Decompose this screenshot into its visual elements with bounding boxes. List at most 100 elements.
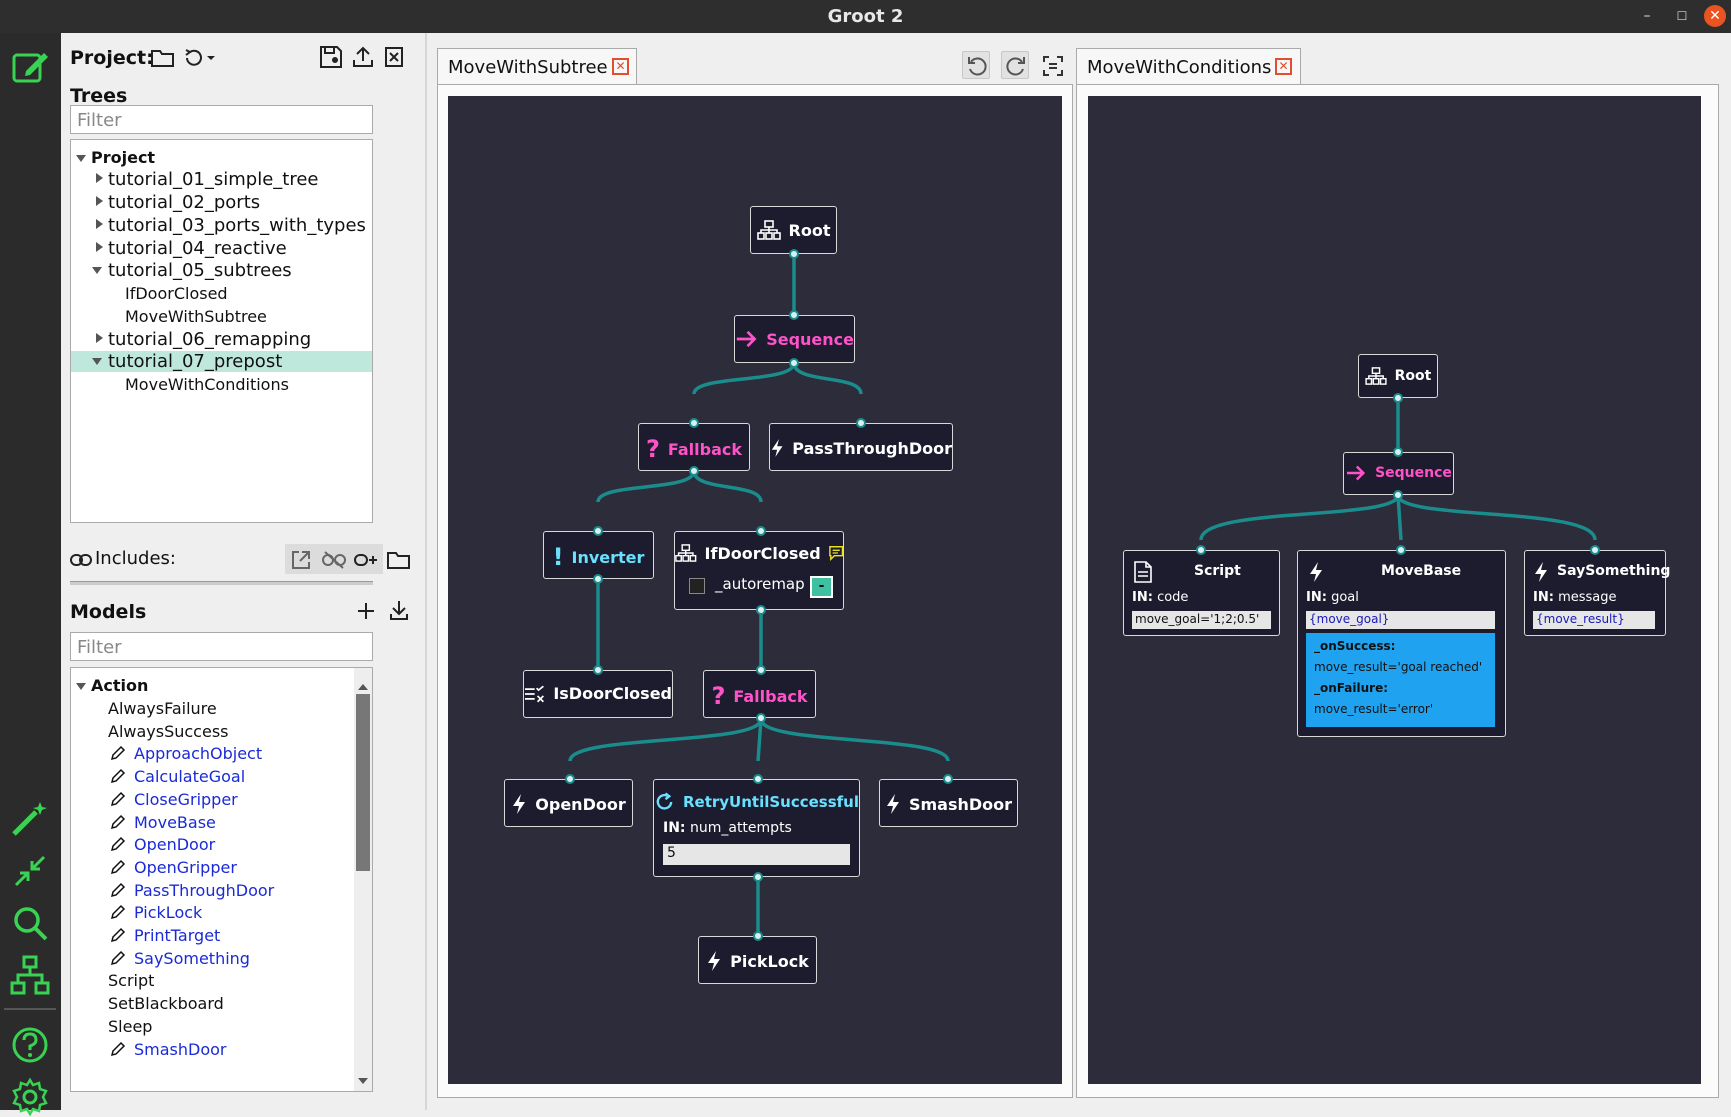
input-port[interactable]	[1196, 545, 1206, 555]
output-port[interactable]	[753, 872, 763, 882]
pre-post-conditions-box[interactable]: _onSuccess: move_result='goal reached' _…	[1306, 633, 1495, 727]
node-retryuntilsuccessful[interactable]: RetryUntilSuccessful IN: num_attempts 5	[653, 779, 860, 877]
node-sequence[interactable]: Sequence	[1343, 452, 1454, 495]
scrollbar-thumb[interactable]	[356, 694, 370, 871]
node-sequence[interactable]: Sequence	[734, 315, 855, 363]
model-item[interactable]: SaySomething	[110, 946, 250, 971]
node-opendoor[interactable]: OpenDoor	[504, 779, 633, 827]
collapse-arrow-icon[interactable]	[76, 683, 86, 690]
tree-layout-icon[interactable]	[10, 955, 50, 995]
input-port[interactable]	[1396, 545, 1406, 555]
node-script[interactable]: Script IN: code move_goal='1;2;0.5'	[1123, 550, 1280, 636]
goal-input[interactable]: {move_goal}	[1306, 611, 1495, 629]
autoremap-checkbox[interactable]	[689, 578, 705, 594]
tab-movewithsubtree[interactable]: MoveWithSubtree ✕	[437, 48, 637, 85]
node-smashdoor[interactable]: SmashDoor	[879, 779, 1018, 827]
node-fallback[interactable]: ? Fallback	[638, 423, 750, 471]
help-icon[interactable]	[10, 1025, 50, 1065]
node-ifdoorclosed-subtree[interactable]: IfDoorClosed _autoremap -	[674, 531, 844, 610]
magic-wand-icon[interactable]	[10, 798, 50, 838]
script-code-input[interactable]: move_goal='1;2;0.5'	[1132, 611, 1271, 629]
model-item[interactable]: Script	[108, 968, 154, 993]
collapse-icon[interactable]	[10, 851, 50, 891]
search-icon[interactable]	[10, 903, 50, 943]
undo-button[interactable]	[962, 51, 990, 79]
input-port[interactable]	[565, 774, 575, 784]
num-attempts-input[interactable]: 5	[663, 844, 850, 865]
close-tab-icon[interactable]: ✕	[1275, 58, 1292, 75]
add-link-icon[interactable]	[354, 551, 378, 569]
tree-item-selected[interactable]: tutorial_07_prepost	[108, 351, 283, 372]
input-port[interactable]	[593, 526, 603, 536]
node-isdoorclosed[interactable]: IsDoorClosed	[523, 670, 673, 718]
settings-gear-icon[interactable]	[10, 1077, 50, 1117]
tree-item[interactable]: tutorial_05_subtrees	[108, 260, 292, 281]
tab-movewithconditions[interactable]: MoveWithConditions ✕	[1076, 48, 1301, 85]
maximize-icon[interactable]: ☐	[1676, 9, 1688, 23]
model-item[interactable]: Sleep	[108, 1014, 152, 1039]
models-category[interactable]: Action	[91, 676, 149, 695]
tree-item[interactable]: tutorial_03_ports_with_types	[108, 215, 366, 236]
editor-mode-icon[interactable]	[10, 47, 50, 87]
model-item[interactable]: PickLock	[110, 900, 202, 925]
unlink-icon[interactable]	[322, 551, 346, 569]
collapse-arrow-icon[interactable]	[92, 267, 102, 274]
node-inverter[interactable]: ! Inverter	[543, 531, 654, 579]
models-scrollbar[interactable]	[354, 668, 372, 1091]
collapse-subtree-button[interactable]: -	[810, 576, 833, 598]
subtree-item[interactable]: IfDoorClosed	[125, 284, 228, 303]
scroll-up-icon[interactable]	[358, 684, 368, 690]
tree-item[interactable]: tutorial_04_reactive	[108, 238, 287, 259]
model-item[interactable]: OpenDoor	[110, 832, 215, 857]
output-port[interactable]	[789, 249, 799, 259]
expand-arrow-icon[interactable]	[96, 196, 103, 206]
tree-item[interactable]: tutorial_02_ports	[108, 192, 261, 213]
model-item[interactable]: MoveBase	[110, 810, 216, 835]
splitter-handle[interactable]	[70, 581, 373, 585]
zoom-fit-icon[interactable]	[1042, 55, 1064, 77]
tree-canvas-movewithconditions[interactable]: Root Sequence Script IN: code move_goal=…	[1088, 96, 1701, 1084]
node-fallback-2[interactable]: ? Fallback	[703, 670, 816, 718]
output-port[interactable]	[1393, 490, 1403, 500]
close-project-icon[interactable]	[383, 46, 405, 68]
output-port[interactable]	[689, 466, 699, 476]
model-item[interactable]: OpenGripper	[110, 855, 237, 880]
input-port[interactable]	[856, 418, 866, 428]
node-movebase[interactable]: MoveBase IN: goal {move_goal} _onSuccess…	[1297, 550, 1506, 737]
node-picklock[interactable]: PickLock	[698, 936, 817, 984]
open-folder-icon[interactable]	[387, 550, 411, 570]
trees-filter-input[interactable]: Filter	[70, 105, 373, 134]
add-model-icon[interactable]	[356, 601, 376, 621]
input-port[interactable]	[1590, 545, 1600, 555]
expand-arrow-icon[interactable]	[96, 173, 103, 183]
input-port[interactable]	[689, 418, 699, 428]
output-port[interactable]	[756, 713, 766, 723]
comment-icon[interactable]	[828, 545, 843, 561]
close-tab-icon[interactable]: ✕	[612, 58, 629, 75]
node-saysomething[interactable]: SaySomething IN: message {move_result}	[1524, 550, 1670, 636]
expand-arrow-icon[interactable]	[96, 219, 103, 229]
expand-arrow-icon[interactable]	[76, 155, 86, 162]
model-item[interactable]: PrintTarget	[110, 923, 220, 948]
input-port[interactable]	[1393, 447, 1403, 457]
model-item[interactable]: PassThroughDoor	[110, 878, 274, 903]
output-port[interactable]	[756, 605, 766, 615]
input-port[interactable]	[753, 774, 763, 784]
input-port[interactable]	[756, 665, 766, 675]
import-icon[interactable]	[388, 599, 410, 621]
output-port[interactable]	[789, 358, 799, 368]
close-window-icon[interactable]: ✕	[1704, 5, 1726, 27]
model-item[interactable]: CloseGripper	[110, 787, 238, 812]
subtree-item[interactable]: MoveWithConditions	[125, 375, 289, 394]
input-port[interactable]	[753, 931, 763, 941]
output-port[interactable]	[1393, 393, 1403, 403]
minimize-icon[interactable]: –	[1643, 8, 1651, 24]
tree-root-project[interactable]: Project	[91, 148, 156, 167]
model-item[interactable]: SmashDoor	[110, 1037, 227, 1062]
input-port[interactable]	[593, 665, 603, 675]
collapse-arrow-icon[interactable]	[92, 358, 102, 365]
subtree-item[interactable]: MoveWithSubtree	[125, 307, 267, 326]
tree-item[interactable]: tutorial_01_simple_tree	[108, 169, 319, 190]
model-item[interactable]: SetBlackboard	[108, 991, 224, 1016]
open-folder-icon[interactable]	[151, 48, 175, 68]
